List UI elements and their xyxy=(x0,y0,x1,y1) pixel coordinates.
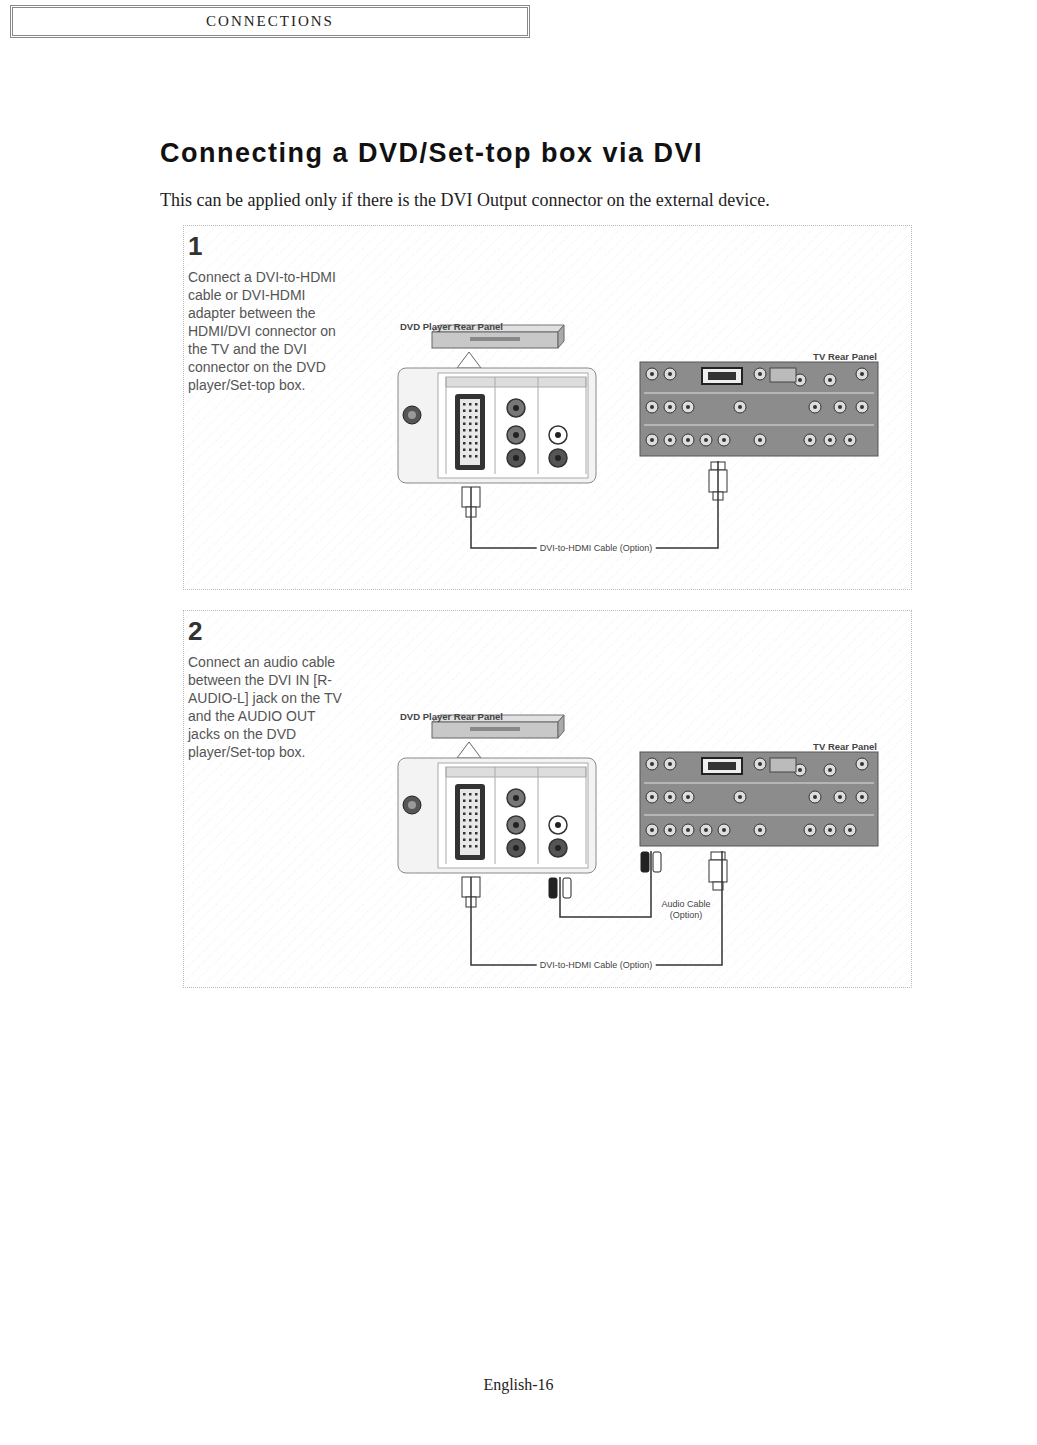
cable-line xyxy=(471,851,722,965)
step-panel: 2Connect an audio cable between the DVI … xyxy=(183,610,912,988)
page-number: English-16 xyxy=(0,1376,1037,1394)
cable-label: Audio Cable (Option) xyxy=(654,899,718,921)
intro-note: This can be applied only if there is the… xyxy=(160,190,770,211)
dvd-rear-panel: DVD Player Rear Panel xyxy=(396,311,601,487)
panel-caption: TV Rear Panel xyxy=(643,343,877,371)
panel-caption: DVD Player Rear Panel xyxy=(400,313,597,341)
device-illustration xyxy=(398,715,878,907)
step-instruction: Connect a DVI-to-HDMI cable or DVI-HDMI … xyxy=(188,268,343,394)
device-illustration xyxy=(398,325,878,517)
step-instruction: Connect an audio cable between the DVI I… xyxy=(188,653,343,761)
tv-rear-panel: TV Rear Panel xyxy=(637,341,883,461)
panel-caption: TV Rear Panel xyxy=(643,733,877,761)
cable-line xyxy=(560,851,651,917)
step-panel: 1Connect a DVI-to-HDMI cable or DVI-HDMI… xyxy=(183,225,912,590)
cable-label: DVI-to-HDMI Cable (Option) xyxy=(537,960,656,971)
tv-rear-panel: TV Rear Panel xyxy=(637,731,883,851)
panel-caption: DVD Player Rear Panel xyxy=(400,703,597,731)
panel-hatch xyxy=(183,610,912,988)
panel-hatch xyxy=(183,225,912,590)
section-header: CONNECTIONS xyxy=(10,5,530,38)
cable-label: DVI-to-HDMI Cable (Option) xyxy=(537,543,656,554)
dvd-rear-panel: DVD Player Rear Panel xyxy=(396,701,601,877)
page-title: Connecting a DVD/Set-top box via DVI xyxy=(160,138,703,169)
cable-line xyxy=(471,461,718,548)
step-number: 1 xyxy=(188,232,907,260)
header-text: CONNECTIONS xyxy=(206,13,334,30)
step-number: 2 xyxy=(188,617,907,645)
